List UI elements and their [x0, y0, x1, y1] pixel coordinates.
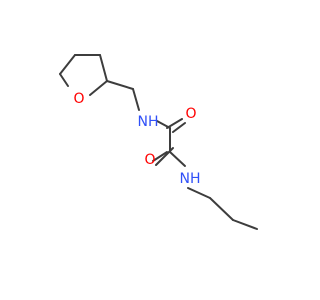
ring-bond-4 — [59, 73, 69, 87]
chain-bond-ch2-to-ch2 — [209, 197, 234, 221]
ring-oxygen-label: O — [73, 91, 84, 107]
ring-bonds — [59, 54, 108, 96]
ring-bond-1 — [59, 54, 76, 75]
chain-bond-ring-to-ch2 — [106, 80, 134, 90]
double-bond-bottom — [152, 147, 174, 166]
chain-bonds — [106, 80, 258, 230]
ring-bond-5 — [89, 80, 108, 96]
chain-bond-ch2-to-nh — [132, 88, 140, 111]
chain-bond-nh-to-ch2 — [187, 187, 211, 199]
amide-nh-right-label: NH — [180, 171, 201, 187]
carbonyl-oxygen-bottom-label: O — [144, 152, 155, 168]
molecule-diagram: O NH O O NH — [59, 54, 258, 230]
chain-bond-ch2-to-ch3 — [232, 219, 258, 230]
double-bond-bottom-line-1 — [152, 151, 168, 162]
double-bond-bottom-line-2 — [155, 147, 174, 166]
double-bond-top — [166, 118, 186, 133]
amide-nh-left-label: NH — [138, 114, 159, 130]
molecule-svg: O NH O O NH — [59, 54, 258, 230]
double-bond-top-line-1 — [166, 118, 183, 129]
double-bond-top-line-2 — [172, 122, 186, 133]
ring-bond-3 — [99, 54, 108, 82]
chain-bond-c2-to-nh — [169, 151, 186, 167]
carbonyl-oxygen-top-label: O — [185, 106, 196, 122]
